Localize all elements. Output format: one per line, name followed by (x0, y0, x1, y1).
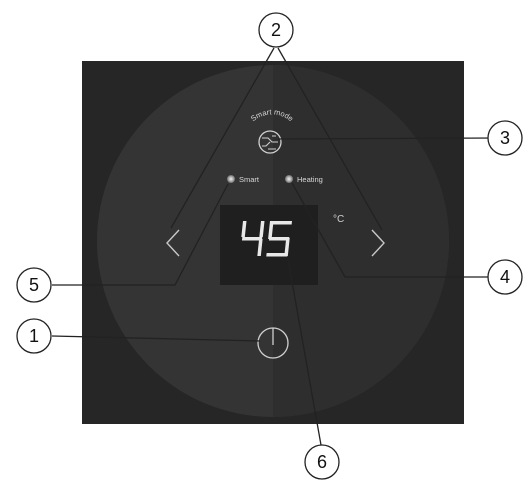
callout-4-number: 4 (500, 267, 510, 287)
callout-6: 6 (304, 444, 340, 480)
heating-indicator-label: Heating (297, 175, 323, 184)
callout-4: 4 (487, 259, 523, 295)
callout-3-number: 3 (500, 128, 510, 148)
callout-6-number: 6 (317, 452, 327, 472)
callout-3: 3 (487, 120, 523, 156)
chevron-right-icon (371, 229, 385, 257)
smart-mode-icon-circuit (262, 135, 278, 150)
callout-2: 2 (258, 12, 294, 48)
smart-indicator-label: Smart (239, 175, 260, 184)
leader-6 (287, 258, 322, 446)
chevron-left-icon (166, 229, 180, 257)
callout-2-number: 2 (271, 20, 281, 40)
callout-5: 5 (16, 267, 52, 303)
digit-5 (266, 221, 292, 257)
leader-lines (51, 47, 499, 446)
power-button[interactable] (257, 327, 289, 359)
callout-1: 1 (16, 318, 52, 354)
increase-button[interactable] (371, 229, 385, 257)
callout-5-number: 5 (29, 275, 39, 295)
leader-3 (277, 137, 499, 140)
leader-2-left (170, 47, 275, 229)
leader-4 (291, 182, 498, 278)
temperature-unit: °C (333, 214, 344, 225)
temperature-display: 45 (241, 221, 292, 257)
heating-indicator: Heating (285, 175, 323, 184)
decrease-button[interactable] (166, 229, 180, 257)
smart-indicator: Smart (227, 175, 260, 184)
smart-led (227, 175, 235, 183)
dial-disc-right-half (273, 65, 449, 417)
heating-led (285, 175, 293, 183)
smart-mode-button[interactable] (258, 130, 282, 154)
digit-4 (241, 221, 265, 256)
smart-mode-icon (258, 130, 282, 154)
display-window (220, 205, 318, 285)
callout-1-number: 1 (29, 326, 39, 346)
leader-5 (52, 183, 229, 286)
leader-1 (51, 335, 261, 342)
